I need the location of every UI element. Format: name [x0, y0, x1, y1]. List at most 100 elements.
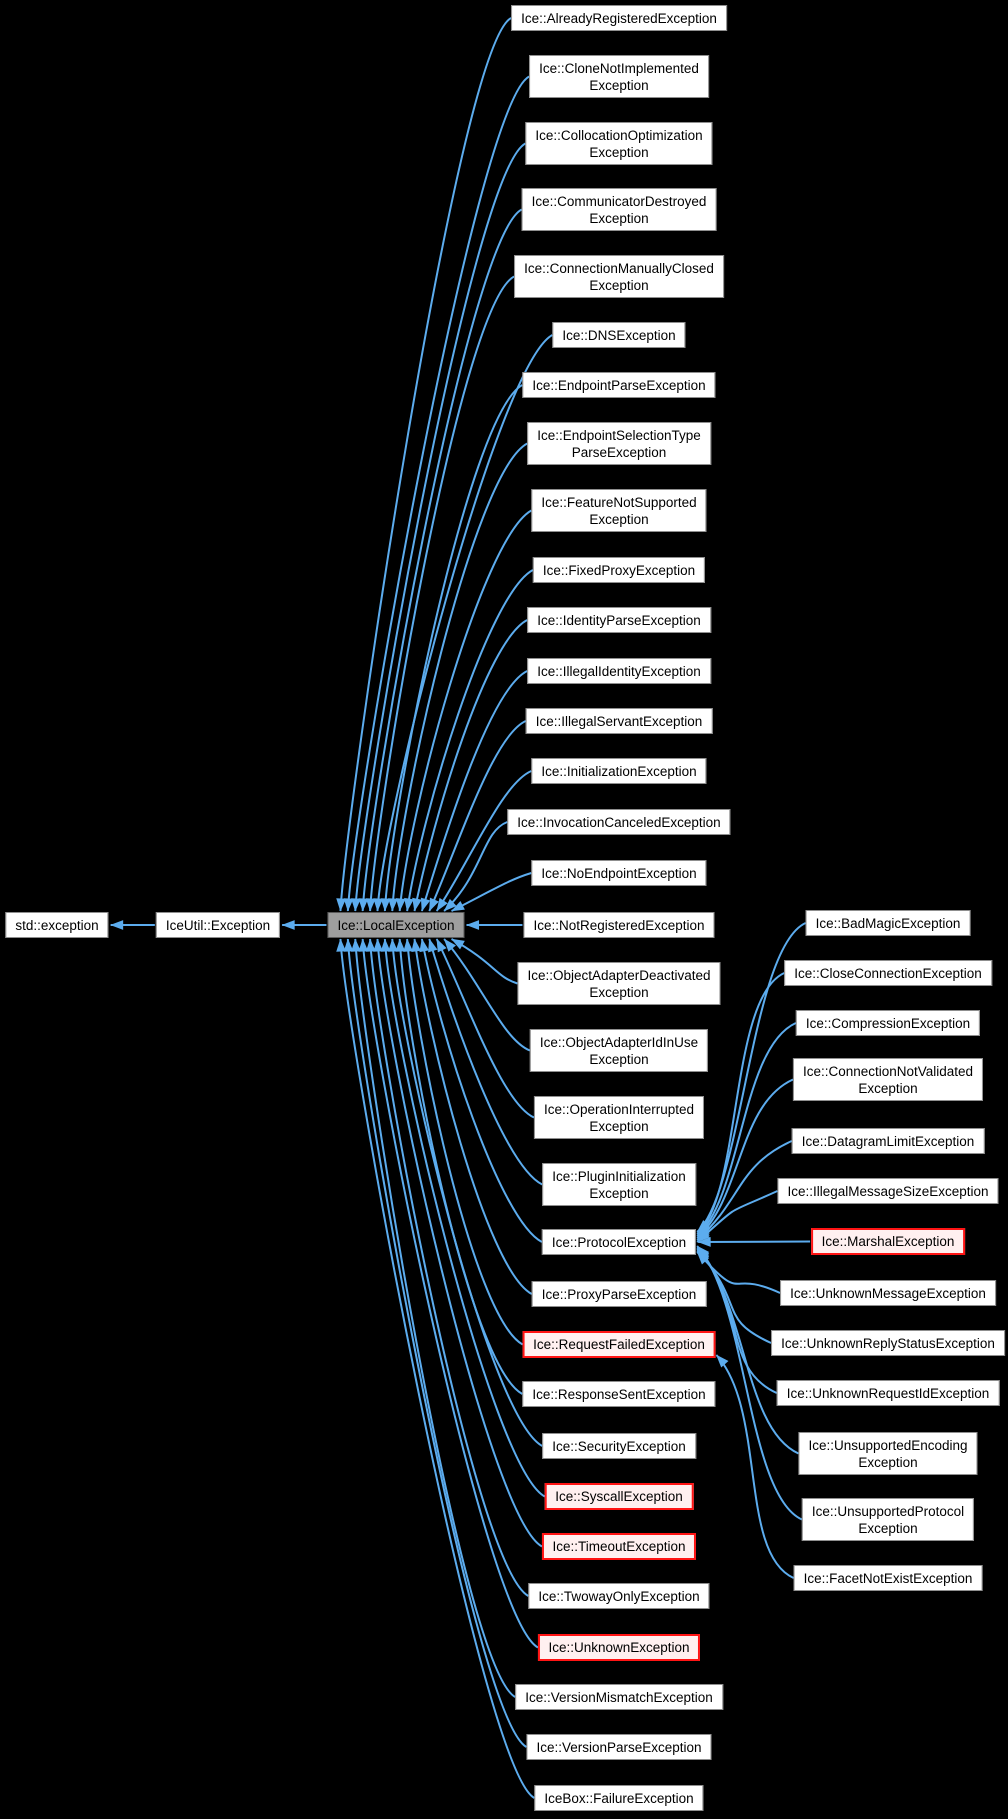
class-node-label: Ice::UnsupportedEncoding: [808, 1437, 968, 1453]
class-node-initialization[interactable]: Ice::InitializationException: [531, 758, 707, 784]
class-node-label: Ice::InitializationException: [541, 763, 697, 779]
class-node-label: ParseException: [571, 444, 667, 460]
class-node-close-connection[interactable]: Ice::CloseConnectionException: [784, 960, 992, 986]
inheritance-edge: [696, 1248, 778, 1394]
class-node-illegal-identity[interactable]: Ice::IllegalIdentityException: [527, 658, 711, 684]
class-node-label: Ice::CloneNotImplemented: [539, 60, 699, 76]
inheritance-edge: [428, 720, 527, 912]
class-node-label: std::exception: [15, 917, 99, 933]
class-node-timeout[interactable]: Ice::TimeoutException: [541, 1533, 697, 1560]
inheritance-edge: [336, 938, 535, 1799]
class-node-version-mismatch[interactable]: Ice::VersionMismatchException: [515, 1684, 723, 1710]
class-node-label: Ice::FeatureNotSupported: [541, 494, 697, 510]
inheritance-edge: [395, 509, 532, 912]
class-node-label: Ice::SyscallException: [555, 1489, 683, 1504]
class-node-unknown-request-id[interactable]: Ice::UnknownRequestIdException: [776, 1380, 1000, 1406]
inheritance-edge: [351, 142, 526, 912]
class-node-security[interactable]: Ice::SecurityException: [542, 1433, 696, 1459]
inheritance-edge: [435, 770, 532, 912]
class-node-compression[interactable]: Ice::CompressionException: [795, 1010, 981, 1036]
inheritance-edge: [419, 938, 543, 1243]
class-node-label: Ice::TwowayOnlyException: [538, 1588, 700, 1604]
class-node-iceutil-exception[interactable]: IceUtil::Exception: [155, 912, 281, 938]
class-node-label: Ice::ObjectAdapterDeactivated: [527, 967, 711, 983]
class-node-label: Exception: [858, 1080, 918, 1096]
class-node-label: Ice::AlreadyRegisteredException: [521, 10, 717, 26]
class-node-label: Ice::SecurityException: [552, 1438, 686, 1454]
class-node-label: Ice::IllegalMessageSizeException: [787, 1183, 989, 1199]
class-node-label: Ice::MarshalException: [821, 1234, 955, 1249]
class-node-label: Exception: [589, 1118, 649, 1134]
class-node-twoway-only[interactable]: Ice::TwowayOnlyException: [528, 1583, 710, 1609]
class-node-label: Ice::IllegalIdentityException: [537, 663, 701, 679]
inheritance-edge: [373, 334, 553, 912]
class-node-unknown[interactable]: Ice::UnknownException: [537, 1634, 701, 1661]
class-node-label: Exception: [589, 77, 649, 93]
class-node-illegal-message-size[interactable]: Ice::IllegalMessageSizeException: [777, 1178, 999, 1204]
class-node-label: Ice::VersionMismatchException: [525, 1689, 713, 1705]
class-node-protocol[interactable]: Ice::ProtocolException: [541, 1229, 697, 1255]
inheritance-edge: [428, 938, 543, 1186]
inheritance-edge: [343, 938, 527, 1748]
class-node-label: Ice::ConnectionManuallyClosed: [524, 260, 714, 276]
class-node-facet-not-exist[interactable]: Ice::FacetNotExistException: [793, 1565, 983, 1591]
class-node-datagram-limit[interactable]: Ice::DatagramLimitException: [791, 1128, 985, 1154]
class-node-identity-parse[interactable]: Ice::IdentityParseException: [527, 607, 711, 633]
class-node-syscall[interactable]: Ice::SyscallException: [544, 1483, 694, 1510]
class-node-already-registered[interactable]: Ice::AlreadyRegisteredException: [511, 5, 727, 31]
class-node-bad-magic[interactable]: Ice::BadMagicException: [805, 910, 971, 936]
inheritance-edge: [388, 938, 543, 1447]
class-node-label: Ice::OperationInterrupted: [543, 1101, 695, 1117]
class-node-label: Ice::BadMagicException: [815, 915, 961, 931]
class-node-label: Exception: [589, 144, 649, 160]
class-node-invocation-canceled[interactable]: Ice::InvocationCanceledException: [507, 809, 731, 835]
class-node-label: Ice::PluginInitialization: [552, 1168, 686, 1184]
class-node-icebox-failure[interactable]: IceBox::FailureException: [534, 1785, 704, 1811]
inheritance-edge: [412, 619, 528, 912]
class-node-request-failed[interactable]: Ice::RequestFailedException: [522, 1331, 716, 1358]
class-node-label: Ice::TimeoutException: [552, 1539, 686, 1554]
inheritance-edge: [451, 938, 518, 985]
class-node-version-parse[interactable]: Ice::VersionParseException: [526, 1734, 712, 1760]
class-node-marshal[interactable]: Ice::MarshalException: [811, 1228, 965, 1255]
class-node-local[interactable]: Ice::LocalException: [327, 912, 465, 938]
class-node-illegal-servant[interactable]: Ice::IllegalServantException: [525, 708, 713, 734]
inheritance-edge: [696, 1078, 794, 1239]
inheritance-edge: [451, 872, 532, 912]
class-node-endpoint-parse[interactable]: Ice::EndpointParseException: [522, 372, 716, 398]
inheritance-edge: [343, 75, 530, 912]
class-node-proxy-parse[interactable]: Ice::ProxyParseException: [531, 1281, 707, 1307]
class-node-label: Ice::DNSException: [562, 327, 676, 343]
class-node-label: Ice::EndpointSelectionType: [537, 427, 701, 443]
class-node-std-exception[interactable]: std::exception: [5, 912, 109, 938]
class-node-not-registered[interactable]: Ice::NotRegisteredException: [523, 912, 715, 938]
class-node-label: Ice::ProtocolException: [551, 1234, 687, 1250]
class-node-unknown-message[interactable]: Ice::UnknownMessageException: [780, 1280, 996, 1306]
class-node-dns[interactable]: Ice::DNSException: [552, 322, 686, 348]
class-node-label: Ice::CommunicatorDestroyed: [531, 193, 707, 209]
class-node-label: Ice::DatagramLimitException: [801, 1133, 975, 1149]
class-node-label: Exception: [589, 210, 649, 226]
class-node-fixed-proxy[interactable]: Ice::FixedProxyException: [532, 557, 706, 583]
inheritance-edge: [435, 938, 535, 1119]
class-node-response-sent[interactable]: Ice::ResponseSentException: [522, 1381, 716, 1407]
class-node-label: Ice::VersionParseException: [536, 1739, 702, 1755]
class-node-no-endpoint[interactable]: Ice::NoEndpointException: [531, 860, 707, 886]
class-node-label: Exception: [589, 277, 649, 293]
class-node-label: Exception: [858, 1454, 918, 1470]
class-node-label: Ice::UnknownException: [548, 1640, 690, 1655]
class-node-unknown-reply-status[interactable]: Ice::UnknownReplyStatusException: [771, 1330, 1005, 1356]
